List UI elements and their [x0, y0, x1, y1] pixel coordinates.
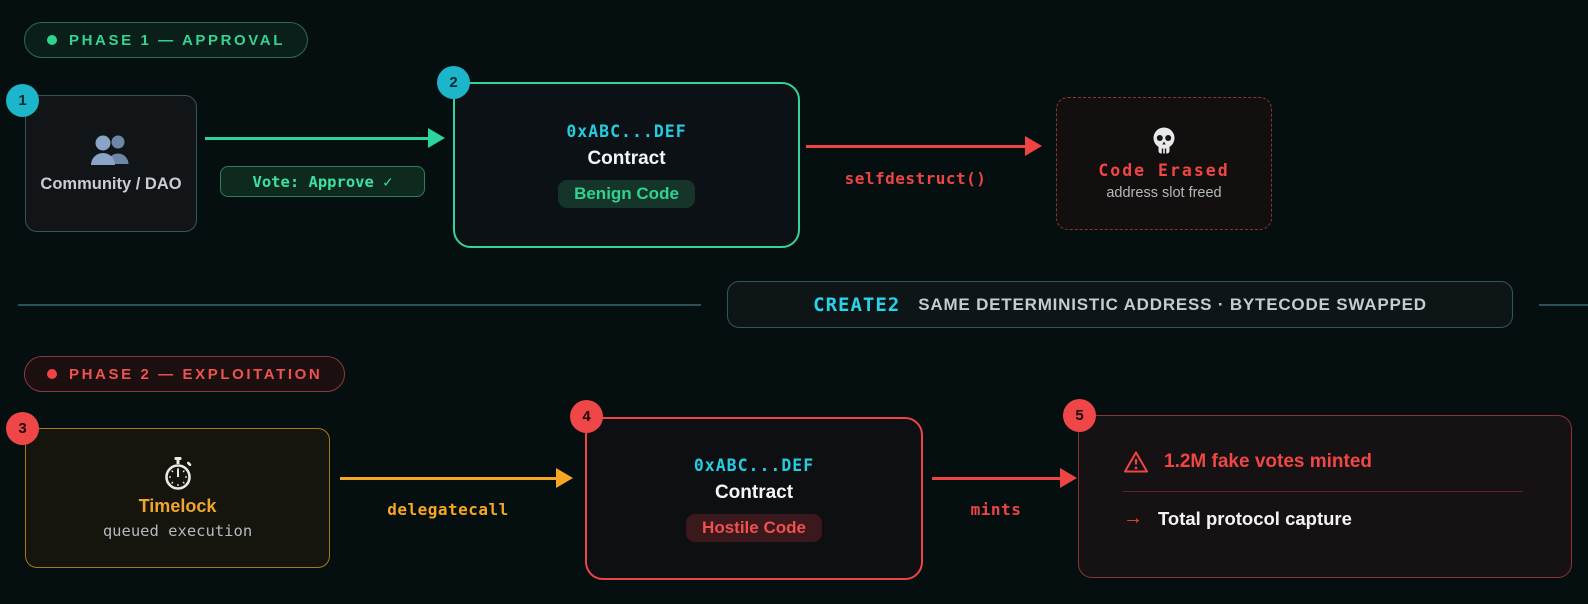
- selfdestruct-arrow-head: [1025, 136, 1042, 156]
- phase-1-badge: PHASE 1 — APPROVAL: [24, 22, 308, 58]
- code-erased-node: Code Erased address slot freed: [1056, 97, 1272, 230]
- delegatecall-arrow-line: [340, 477, 556, 480]
- red-dot-icon: [47, 369, 57, 379]
- timelock-node: Timelock queued execution: [25, 428, 330, 568]
- impact-node: 1.2M fake votes minted → Total protocol …: [1078, 415, 1572, 578]
- timelock-subtitle: queued execution: [102, 521, 253, 540]
- contract-address: 0xABC...DEF: [693, 455, 815, 475]
- hostile-code-tag: Hostile Code: [686, 513, 822, 542]
- contract-address: 0xABC...DEF: [566, 122, 687, 141]
- right-arrow-glyph: →: [1123, 507, 1143, 529]
- hostile-contract-node: 0xABC...DEF Contract Hostile Code: [585, 417, 923, 580]
- timelock-title: Timelock: [138, 495, 217, 516]
- step-badge-5: 5: [1063, 399, 1096, 432]
- impact-divider: [1123, 491, 1523, 492]
- step-badge-4: 4: [570, 400, 603, 433]
- delegatecall-arrow-head: [556, 468, 573, 488]
- green-dot-icon: [47, 35, 57, 45]
- vote-approve-pill: Vote: Approve ✓: [220, 166, 425, 197]
- step-badge-1: 1: [6, 84, 39, 117]
- benign-code-tag: Benign Code: [558, 180, 695, 208]
- phase-2-badge: PHASE 2 — EXPLOITATION: [24, 356, 346, 392]
- impact-row-2: → Total protocol capture: [1123, 507, 1541, 530]
- create2-keyword: CREATE2: [813, 293, 901, 316]
- divider-line-right: [1539, 304, 1588, 306]
- vote-arrow-line: [205, 137, 428, 140]
- selfdestruct-label: selfdestruct(): [844, 169, 987, 188]
- mints-arrow-head: [1060, 468, 1077, 488]
- community-dao-label: Community / DAO: [40, 175, 182, 193]
- people-icon: [90, 133, 132, 165]
- mints-label: mints: [970, 500, 1022, 519]
- benign-contract-node: 0xABC...DEF Contract Benign Code: [453, 82, 800, 248]
- impact-row-1: 1.2M fake votes minted: [1123, 450, 1541, 474]
- selfdestruct-arrow-line: [806, 145, 1025, 148]
- vote-arrow-head: [428, 128, 445, 148]
- phase-2-label: PHASE 2 — EXPLOITATION: [69, 365, 323, 383]
- step-badge-3: 3: [6, 412, 39, 445]
- warning-icon: [1123, 450, 1149, 474]
- code-erased-title: Code Erased: [1098, 161, 1230, 180]
- code-erased-subtitle: address slot freed: [1106, 185, 1222, 201]
- divider-line-left: [18, 304, 701, 306]
- create2-description: SAME DETERMINISTIC ADDRESS · BYTECODE SW…: [918, 294, 1427, 314]
- impact-line-1: 1.2M fake votes minted: [1164, 451, 1373, 472]
- contract-title: Contract: [714, 481, 794, 503]
- phase-1-label: PHASE 1 — APPROVAL: [69, 31, 285, 49]
- stopwatch-icon: [163, 456, 193, 491]
- step-badge-2: 2: [437, 66, 470, 99]
- create2-banner: CREATE2 SAME DETERMINISTIC ADDRESS · BYT…: [727, 281, 1513, 328]
- delegatecall-label: delegatecall: [387, 500, 509, 519]
- community-dao-node: Community / DAO: [25, 95, 197, 232]
- mints-arrow-line: [932, 477, 1060, 480]
- skull-icon: [1149, 126, 1179, 156]
- contract-title: Contract: [587, 148, 666, 169]
- impact-line-2: Total protocol capture: [1158, 507, 1352, 529]
